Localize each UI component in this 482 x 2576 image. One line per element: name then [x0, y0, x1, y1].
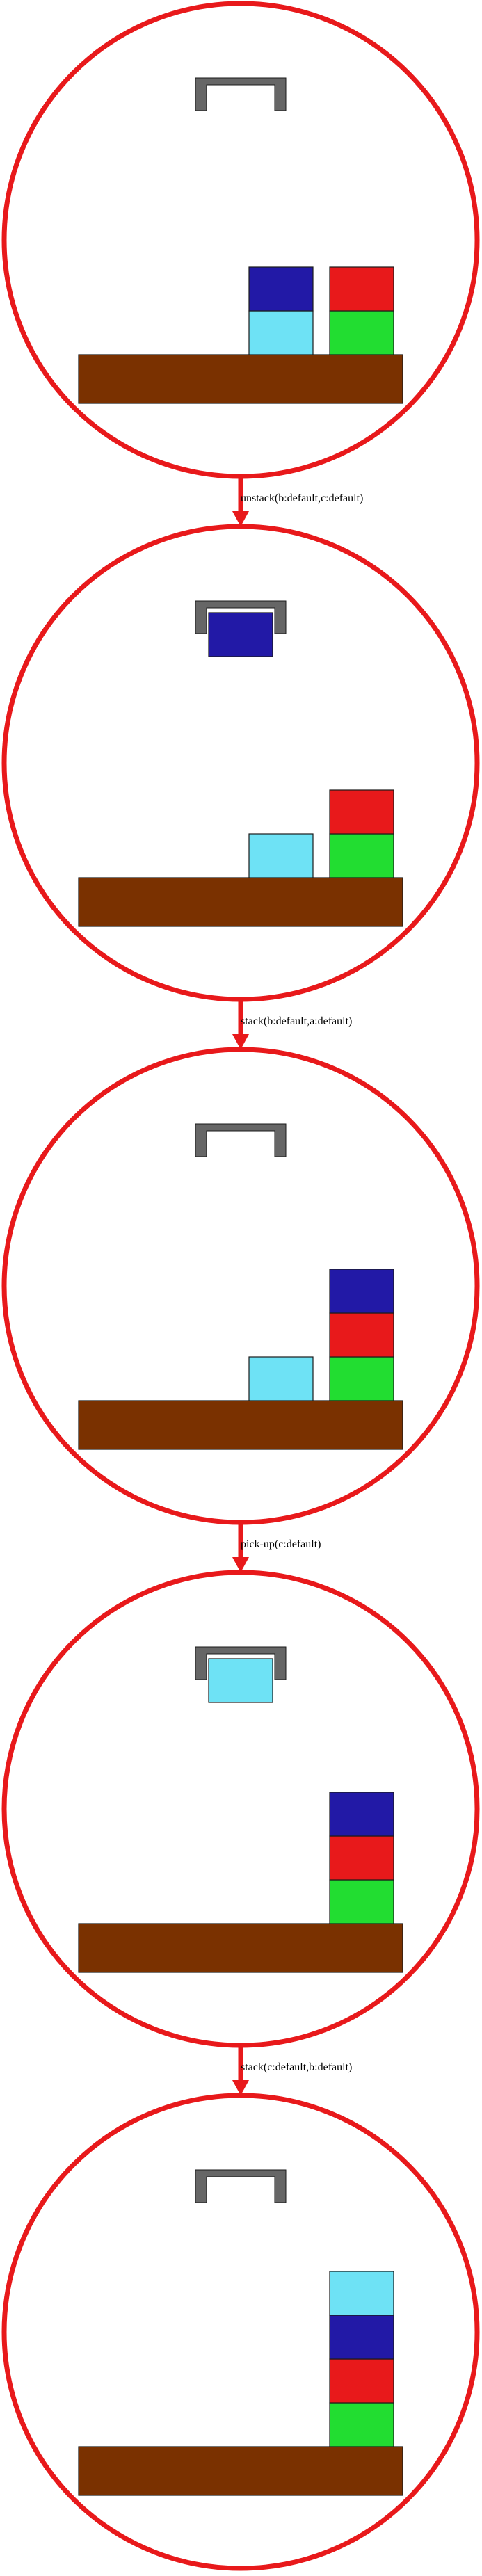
- held-block-c: [208, 1658, 273, 1703]
- block-c: [248, 310, 314, 355]
- state-circle: [1, 2093, 480, 2571]
- action-label: stack(b:default,a:default): [241, 1015, 352, 1027]
- state-4: [1, 1570, 480, 2048]
- state-2: [1, 524, 480, 1002]
- held-block-b: [208, 612, 273, 657]
- block-c: [248, 1356, 314, 1401]
- block-b: [248, 266, 314, 312]
- block-a: [329, 789, 394, 835]
- block-b: [329, 1792, 394, 1837]
- table: [78, 2446, 403, 2496]
- action-label: pick-up(c:default): [241, 1538, 321, 1550]
- table: [78, 877, 403, 927]
- transition-3: pick-up(c:default): [232, 1522, 321, 1572]
- gripper: [195, 2169, 287, 2203]
- block-a: [329, 2358, 394, 2404]
- gripper: [195, 1646, 287, 1680]
- arrow-head: [232, 511, 249, 526]
- state-1: [1, 1, 480, 479]
- state-circle: [1, 1, 480, 479]
- block-b: [329, 1269, 394, 1314]
- block-c: [248, 833, 314, 878]
- block-b: [329, 2315, 394, 2360]
- block-d: [329, 833, 394, 878]
- gripper: [195, 1123, 287, 1157]
- table: [78, 1923, 403, 1973]
- action-label: stack(c:default,b:default): [241, 2061, 352, 2073]
- block-a: [329, 1835, 394, 1881]
- arrow-head: [232, 1034, 249, 1049]
- arrow-head: [232, 2080, 249, 2095]
- state-3: [1, 1047, 480, 1525]
- arrow-head: [232, 1557, 249, 1572]
- block-d: [329, 1356, 394, 1401]
- gripper: [195, 600, 287, 634]
- state-circle: [1, 524, 480, 1002]
- state-circle: [1, 1047, 480, 1525]
- state-circle: [1, 1570, 480, 2048]
- block-d: [329, 1879, 394, 1924]
- block-d: [329, 2402, 394, 2447]
- table: [78, 1400, 403, 1450]
- action-label: unstack(b:default,c:default): [241, 492, 363, 504]
- state-5: [1, 2093, 480, 2571]
- block-d: [329, 310, 394, 355]
- block-c: [329, 2271, 394, 2316]
- gripper: [195, 77, 287, 111]
- table: [78, 354, 403, 404]
- block-a: [329, 1312, 394, 1358]
- block-a: [329, 266, 394, 312]
- transition-2: stack(b:default,a:default): [232, 999, 352, 1049]
- transition-1: unstack(b:default,c:default): [232, 476, 363, 526]
- transition-4: stack(c:default,b:default): [232, 2045, 352, 2095]
